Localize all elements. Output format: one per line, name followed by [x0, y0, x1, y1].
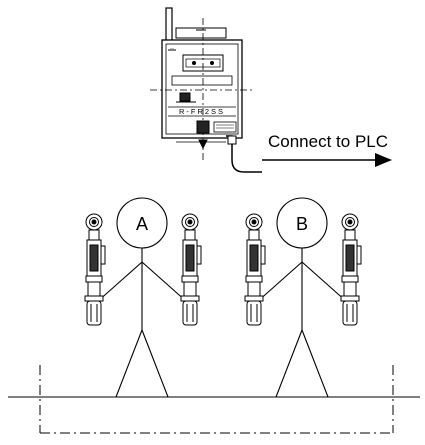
- receiver-unit: — R-FR2SS: [150, 7, 262, 173]
- svg-text:—: —: [170, 45, 174, 50]
- torque-wrench-icon: [84, 213, 106, 326]
- stick-figure-icon: [96, 197, 188, 398]
- stick-figure-icon: [256, 197, 348, 398]
- connection-arrow-icon: [262, 153, 392, 167]
- work-area-outline: [39, 365, 394, 434]
- operator-b: B: [244, 197, 362, 398]
- plc-cable: [226, 135, 262, 173]
- operator-label: B: [296, 214, 308, 234]
- operator-label: A: [136, 214, 148, 234]
- operator-a: A: [84, 197, 202, 398]
- torque-wrench-icon: [340, 213, 362, 326]
- torque-wrench-icon: [244, 213, 266, 326]
- torque-wrench-icon: [180, 213, 202, 326]
- antenna-icon: [165, 7, 173, 43]
- connection-label: Connect to PLC: [268, 132, 388, 151]
- receiver-model-text: R-FR2SS: [179, 107, 225, 116]
